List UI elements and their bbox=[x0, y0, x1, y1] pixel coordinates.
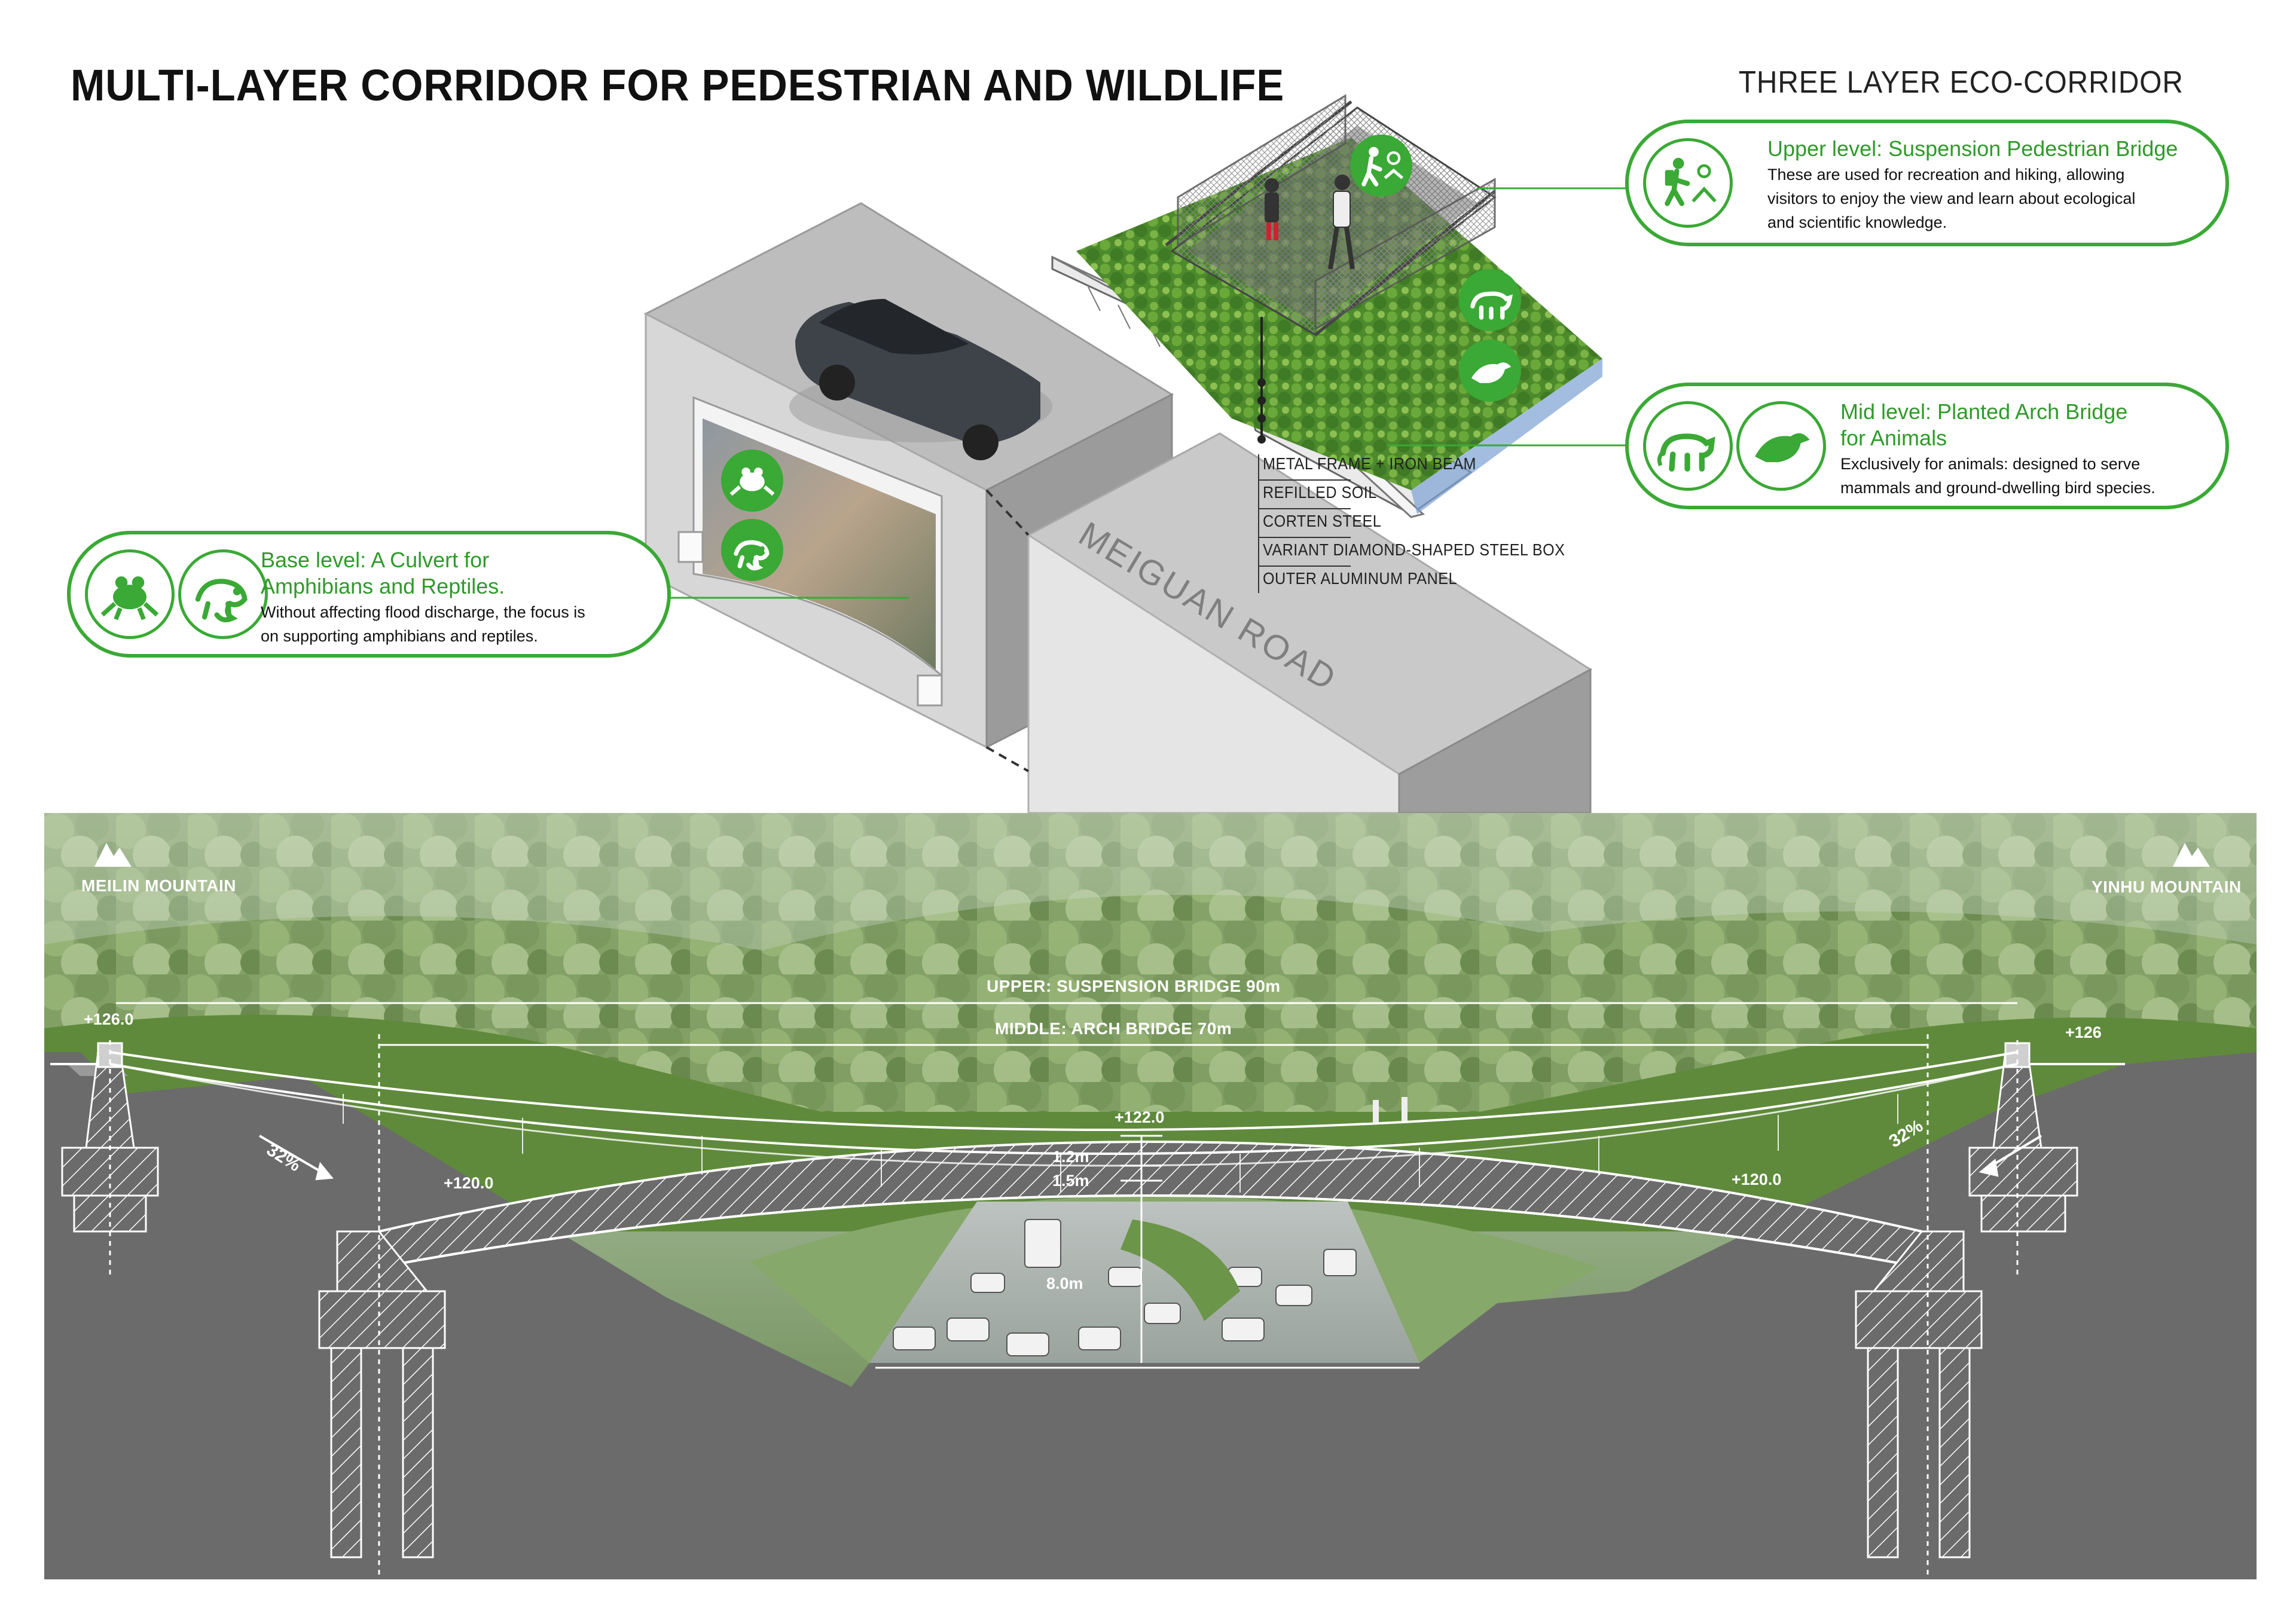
elevation-label: +120.0 bbox=[1732, 1170, 1782, 1188]
upper-level-desc-line: visitors to enjoy the view and learn abo… bbox=[1767, 189, 2136, 207]
axonometric-diagram: MEIGUAN ROAD bbox=[643, 94, 1626, 813]
material-label: OUTER ALUMINUM PANEL bbox=[1263, 569, 1457, 588]
middle-span-label: MIDDLE: ARCH BRIDGE 70m bbox=[995, 1019, 1232, 1038]
bird-icon bbox=[1459, 340, 1521, 402]
leopard-icon bbox=[1643, 401, 1733, 491]
car-illustration bbox=[789, 299, 1052, 460]
clearance-label: 8.0m bbox=[1046, 1274, 1083, 1292]
left-mountain-label: MEILIN MOUNTAIN bbox=[81, 876, 236, 895]
elevation-label: +120.0 bbox=[444, 1174, 494, 1192]
mid-level-desc-line: mammals and ground-dwelling bird species… bbox=[1840, 479, 2155, 497]
material-label: METAL FRAME + IRON BEAM bbox=[1263, 454, 1476, 473]
base-level-desc-line: on supporting amphibians and reptiles. bbox=[261, 627, 538, 645]
upper-level-title: Upper level: Suspension Pedestrian Bridg… bbox=[1767, 136, 2178, 161]
frog-icon bbox=[721, 450, 783, 512]
mid-level-title: for Animals bbox=[1840, 426, 1947, 450]
mid-level-desc-line: Exclusively for animals: designed to ser… bbox=[1840, 455, 2141, 473]
page-subtitle: THREE LAYER ECO-CORRIDOR bbox=[1738, 65, 2184, 100]
mountain-icon bbox=[2173, 843, 2210, 867]
material-label: VARIANT DIAMOND-SHAPED STEEL BOX bbox=[1263, 540, 1565, 559]
material-label: REFILLED SOIL bbox=[1263, 483, 1377, 502]
cross-section-panel: MEILIN MOUNTAIN YINHU MOUNTAIN UPPER: SU… bbox=[44, 813, 2257, 1579]
chameleon-icon bbox=[178, 549, 268, 639]
eco-bridge-module bbox=[1051, 94, 1602, 518]
base-level-desc-line: Without affecting flood discharge, the f… bbox=[261, 603, 585, 621]
mountain-icon bbox=[94, 843, 132, 867]
page-title: MULTI-LAYER CORRIDOR FOR PEDESTRIAN AND … bbox=[71, 60, 1285, 110]
leopard-icon bbox=[1459, 269, 1521, 331]
hiker-icon bbox=[1350, 135, 1412, 197]
base-level-title: Amphibians and Reptiles. bbox=[261, 574, 505, 598]
frog-icon bbox=[85, 549, 175, 639]
mid-level-callout: Mid level: Planted Arch Bridge for Anima… bbox=[1625, 383, 2229, 509]
right-road-block bbox=[1027, 432, 1592, 813]
elevation-label: +126.0 bbox=[84, 1010, 134, 1028]
upper-level-callout: Upper level: Suspension Pedestrian Bridg… bbox=[1625, 120, 2229, 246]
dimension-label: 1.5m bbox=[1052, 1172, 1089, 1190]
elevation-label: +126 bbox=[2065, 1023, 2102, 1041]
mid-level-title: Mid level: Planted Arch Bridge bbox=[1840, 399, 2128, 424]
material-label: CORTEN STEEL bbox=[1263, 512, 1382, 530]
cross-section-drawing bbox=[44, 813, 2257, 1579]
upper-span-label: UPPER: SUSPENSION BRIDGE 90m bbox=[987, 977, 1281, 995]
base-level-callout: Base level: A Culvert for Amphibians and… bbox=[67, 531, 671, 658]
upper-level-desc-line: and scientific knowledge. bbox=[1767, 213, 1947, 231]
right-mountain-label: YINHU MOUNTAIN bbox=[2092, 878, 2242, 896]
hiker-icon bbox=[1643, 138, 1733, 228]
upper-level-desc-line: These are used for recreation and hiking… bbox=[1767, 166, 2125, 184]
chameleon-icon bbox=[721, 519, 783, 581]
bird-icon bbox=[1736, 401, 1826, 491]
dimension-label: 1.2m bbox=[1052, 1148, 1089, 1166]
elevation-label: +122.0 bbox=[1115, 1108, 1165, 1126]
base-level-title: Base level: A Culvert for bbox=[261, 548, 490, 572]
